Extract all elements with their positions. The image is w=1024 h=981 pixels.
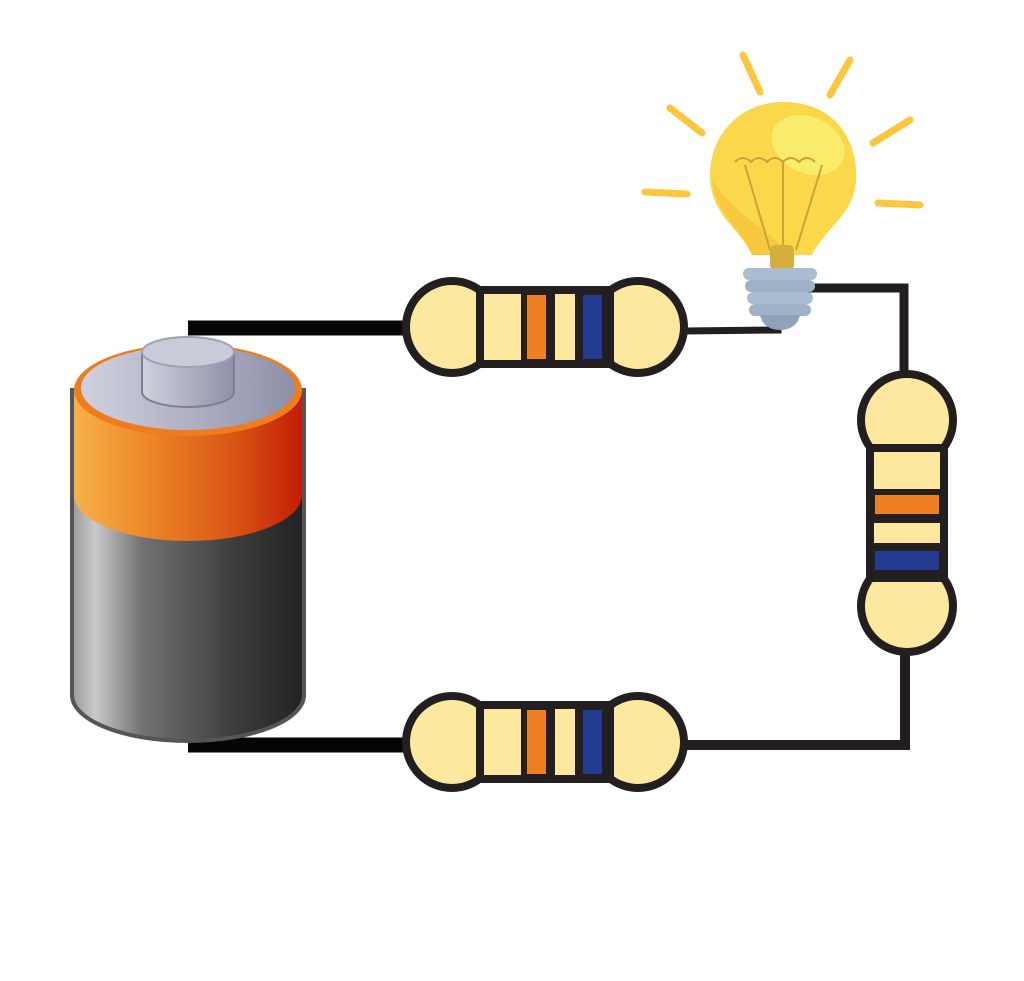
light-bulb	[641, 51, 924, 330]
resistor-bottom	[406, 696, 684, 788]
light-rays-icon	[641, 51, 924, 209]
battery	[70, 336, 306, 743]
wires	[188, 283, 910, 753]
resistor-right	[861, 374, 953, 652]
bulb-base	[743, 268, 817, 330]
resistor-top	[406, 281, 684, 373]
